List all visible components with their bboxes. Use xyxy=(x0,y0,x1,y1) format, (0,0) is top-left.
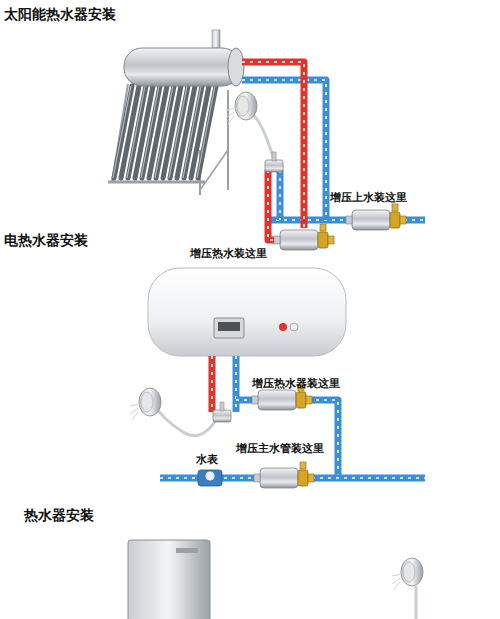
section-heading: 电热水器安装 xyxy=(4,232,88,250)
electric-pipes xyxy=(158,410,216,436)
solar-pipes xyxy=(279,170,281,220)
gas-heater xyxy=(128,540,210,619)
section-heading: 太阳能热水器安装 xyxy=(4,6,116,24)
callout-text: 增压上水装这里 xyxy=(330,190,407,205)
illustration xyxy=(254,462,314,488)
solar-pipes xyxy=(242,62,425,240)
solar-heater xyxy=(169,86,187,178)
callout-text: 水表 xyxy=(196,452,218,467)
solar-heater xyxy=(141,86,159,178)
electric-pipes xyxy=(236,400,338,478)
illustration xyxy=(265,152,283,172)
illustration xyxy=(392,558,423,590)
electric-heater xyxy=(214,318,244,338)
callout-text: 增压主水管装这里 xyxy=(236,441,324,456)
callout-text: 增压热水器装这里 xyxy=(252,376,340,391)
illustration xyxy=(274,224,334,250)
illustration xyxy=(213,402,231,422)
solar-heater xyxy=(227,90,229,190)
illustration xyxy=(346,204,406,230)
electric-pipes xyxy=(158,356,425,478)
electric-pipes xyxy=(233,356,240,412)
solar-pipes xyxy=(242,62,304,228)
solar-pipes xyxy=(268,170,276,240)
illustration xyxy=(226,92,257,124)
water-meter xyxy=(198,470,222,486)
electric-pipes xyxy=(211,356,213,412)
solar-heater xyxy=(183,86,201,178)
electric-pipes xyxy=(236,400,338,478)
solar-heater xyxy=(113,86,131,178)
illustration xyxy=(130,388,161,420)
solar-heater xyxy=(228,48,244,86)
gas-heater xyxy=(176,548,198,553)
solar-heater xyxy=(114,86,216,178)
water-meter xyxy=(198,470,222,486)
solar-heater xyxy=(197,86,215,178)
electric-pipes xyxy=(209,356,216,412)
solar-heater xyxy=(108,181,205,184)
electric-heater xyxy=(218,322,240,331)
solar-pipes xyxy=(277,170,284,220)
section-heading: 热水器安装 xyxy=(24,507,94,525)
solar-pipes xyxy=(268,170,276,240)
solar-pipes xyxy=(250,112,274,160)
electric-pipes xyxy=(235,356,237,412)
solar-heater xyxy=(127,86,145,178)
gas-heater xyxy=(128,540,210,619)
solar-heater xyxy=(113,86,215,178)
electric-heater xyxy=(279,323,287,331)
solar-heater xyxy=(198,86,216,178)
solar-pipes xyxy=(242,62,304,228)
solar-heater xyxy=(212,30,220,48)
shower-pipe xyxy=(415,586,418,619)
solar-heater xyxy=(155,86,173,178)
electric-heater xyxy=(290,323,298,331)
electric-heater xyxy=(148,268,346,356)
electric-heater xyxy=(148,268,346,356)
solar-heater xyxy=(124,48,240,86)
water-meter xyxy=(205,471,215,481)
solar-heater xyxy=(108,30,244,195)
callout-text: 增压热水装这里 xyxy=(190,246,267,261)
